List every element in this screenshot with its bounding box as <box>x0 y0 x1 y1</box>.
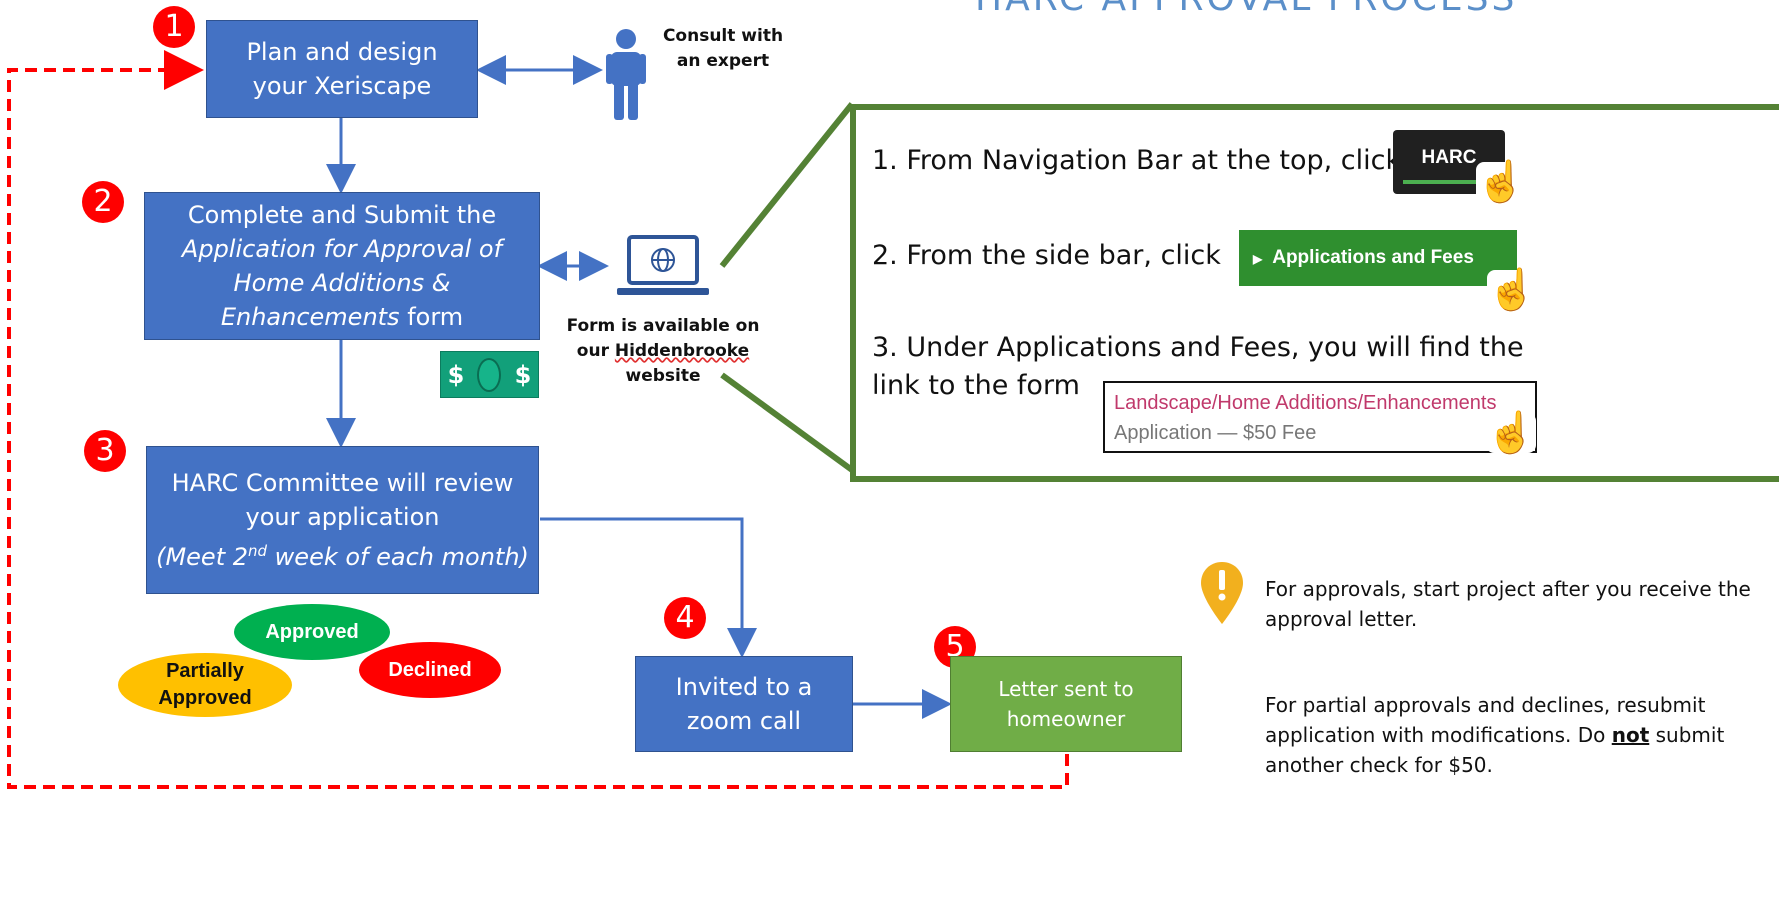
instruction-step-1: 1. From Navigation Bar at the top, click <box>872 145 1402 176</box>
step-4-box: Invited to a zoom call <box>635 656 853 752</box>
step-1-badge: 1 <box>153 6 195 48</box>
form-note-line-1: Form is available on <box>566 316 760 336</box>
pointer-hand-icon: ☝ <box>1486 411 1536 455</box>
partial-note-text-a: For partial approvals and declines, resu… <box>1265 693 1706 747</box>
money-oval <box>477 357 502 392</box>
form-link-box: Landscape/Home Additions/Enhancements Ap… <box>1103 381 1537 453</box>
harc-button-label: HARC <box>1421 147 1477 168</box>
partial-approval-note: For partial approvals and declines, resu… <box>1265 690 1779 780</box>
step-4-badge: 4 <box>664 597 706 639</box>
instructions-panel <box>850 104 1779 482</box>
instruction-step-3-line-2: link to the form <box>872 370 1080 401</box>
declined-badge: Declined <box>359 642 501 698</box>
callout-line-bottom <box>720 372 854 473</box>
step-1-text: Plan and design your Xeriscape <box>246 38 438 100</box>
step-3-badge: 3 <box>84 430 126 472</box>
exclamation-pin-icon <box>1199 560 1245 626</box>
step-3-line-3b: week of each month) <box>267 543 529 571</box>
form-note-line-2a: our <box>576 341 615 361</box>
approved-badge: Approved <box>234 604 390 660</box>
step-5-box: Letter sent to homeowner <box>950 656 1182 752</box>
money-dollar-right: $ <box>514 360 532 389</box>
step-2-line-4-italic: Enhancements <box>220 303 400 331</box>
dashed-resubmit-loop <box>7 50 1069 789</box>
page-title: HARC APPROVAL PROCESS <box>975 0 1517 19</box>
step-2-badge: 2 <box>82 181 124 223</box>
step-1-box: Plan and design your Xeriscape <box>206 20 478 118</box>
caret-right-icon: ▶ <box>1253 252 1263 266</box>
form-link[interactable]: Landscape/Home Additions/Enhancements <box>1114 392 1497 414</box>
pointer-hand-icon: ☝ <box>1487 268 1537 312</box>
approval-note: For approvals, start project after you r… <box>1265 577 1751 631</box>
form-note: Form is available on our Hiddenbrooke we… <box>560 314 766 389</box>
step-3-line-1: HARC Committee will review <box>171 469 514 497</box>
instruction-step-2: 2. From the side bar, click <box>872 240 1221 271</box>
step-2-box: Complete and Submit the Application for … <box>144 192 540 340</box>
callout-line-top <box>719 102 855 268</box>
step-5-text: Letter sent to homeowner <box>998 677 1134 731</box>
partial-note-text-b: submit another check for $50. <box>1265 723 1725 777</box>
step-2-line-2: Application for Approval of <box>181 235 503 263</box>
applications-fees-button[interactable]: ▶ Applications and Fees <box>1239 230 1517 286</box>
laptop-globe-icon <box>613 233 713 301</box>
step-2-line-4-rest: form <box>399 303 464 331</box>
harc-active-underline <box>1403 180 1491 184</box>
partially-approved-badge: Partially Approved <box>118 653 292 717</box>
step-3-box: HARC Committee will review your applicat… <box>146 446 539 594</box>
arrow-3-to-4 <box>540 517 757 658</box>
step-3-line-2: your application <box>245 503 440 531</box>
instruction-step-3-line-1: 3. Under Applications and Fees, you will… <box>872 332 1524 363</box>
pointer-hand-icon: ☝ <box>1476 160 1526 204</box>
partial-note-not: not <box>1611 723 1650 747</box>
step-3-line-3-sup: nd <box>248 542 268 560</box>
step-4-text: Invited to a zoom call <box>675 673 813 735</box>
consult-text: Consult with an expert <box>662 26 784 71</box>
step-3-line-3a: (Meet 2 <box>156 543 249 571</box>
money-icon: $ $ <box>440 351 539 398</box>
form-note-line-3: website <box>625 366 701 386</box>
form-link-subtext: Application — $50 Fee <box>1114 422 1317 444</box>
person-icon <box>604 28 648 120</box>
applications-button-label: Applications and Fees <box>1272 247 1474 268</box>
step-2-line-3: Home Additions & <box>233 269 451 297</box>
step-2-line-1: Complete and Submit the <box>187 201 497 229</box>
money-dollar-left: $ <box>447 360 465 389</box>
hiddenbrooke-word: Hiddenbrooke <box>614 341 750 361</box>
